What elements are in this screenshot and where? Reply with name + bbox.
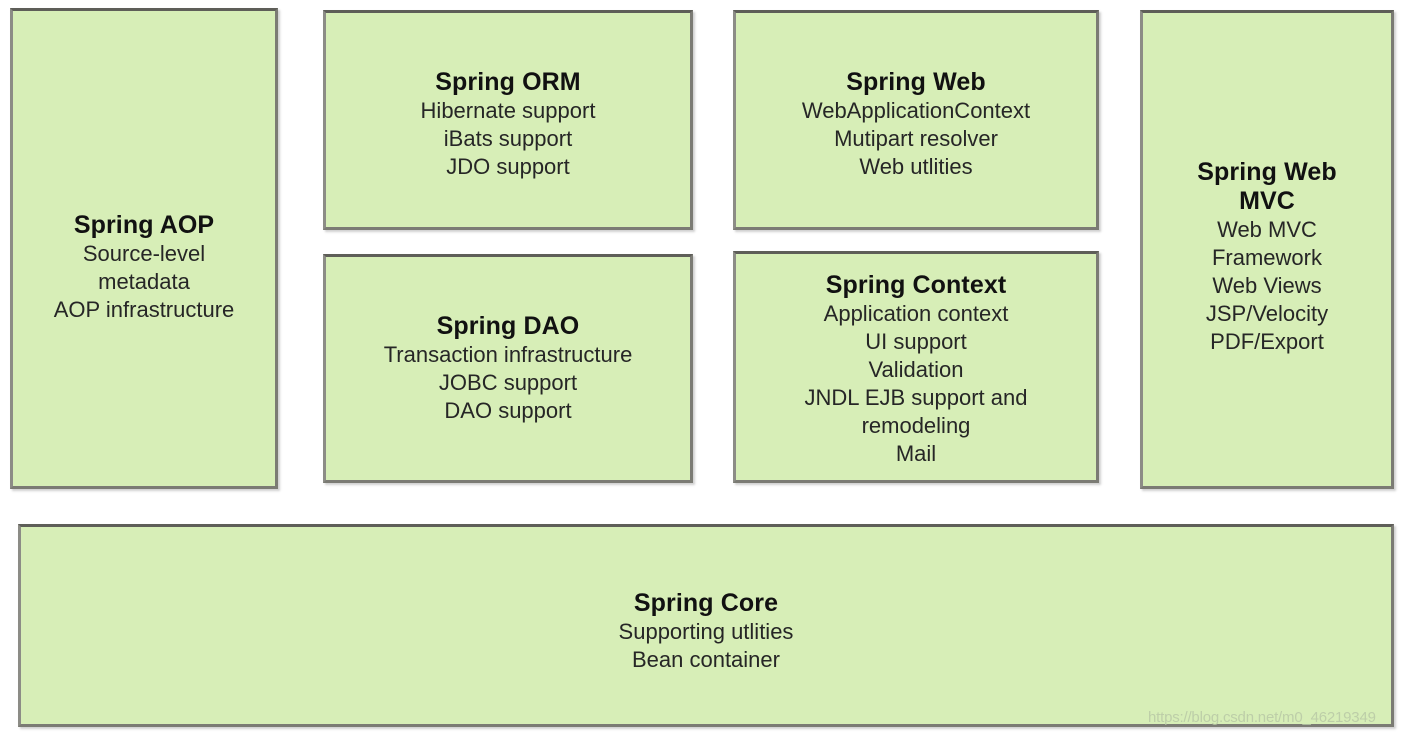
module-line: Web Views [1212, 273, 1322, 298]
module-lines-spring-core: Supporting utlities Bean container [619, 618, 794, 674]
module-line: Mutipart resolver [834, 126, 998, 151]
module-line: PDF/Export [1210, 329, 1324, 354]
module-line: Application context [823, 301, 1009, 326]
module-line: Supporting utlities [618, 619, 794, 644]
module-line: JNDL EJB support and [804, 385, 1028, 410]
module-line: Hibernate support [420, 98, 596, 123]
module-box-spring-web-mvc: Spring Web MVC Web MVC Framework Web Vie… [1140, 10, 1394, 489]
module-lines-spring-aop: Source-level metadata AOP infrastructure [54, 240, 235, 324]
module-box-spring-aop: Spring AOP Source-level metadata AOP inf… [10, 8, 278, 489]
module-line: Transaction infrastructure [383, 342, 633, 367]
module-title-spring-dao: Spring DAO [436, 312, 580, 340]
module-title-spring-web-mvc: Spring Web MVC [1197, 158, 1337, 215]
module-title-spring-context: Spring Context [825, 271, 1007, 299]
module-line: Bean container [631, 647, 780, 672]
module-box-spring-orm: Spring ORM Hibernate support iBats suppo… [323, 10, 693, 230]
module-line: JOBC support [438, 370, 578, 395]
module-box-spring-web: Spring Web WebApplicationContext Mutipar… [733, 10, 1099, 230]
module-line: Source-level [82, 241, 206, 266]
module-line: UI support [865, 329, 967, 354]
module-line: Validation [868, 357, 964, 382]
module-line: remodeling [861, 413, 971, 438]
module-line: WebApplicationContext [801, 98, 1031, 123]
module-box-spring-dao: Spring DAO Transaction infrastructure JO… [323, 254, 693, 483]
module-line: JSP/Velocity [1205, 301, 1329, 326]
module-title-spring-aop: Spring AOP [73, 211, 215, 239]
module-lines-spring-web: WebApplicationContext Mutipart resolver … [802, 97, 1030, 181]
module-line: JDO support [446, 154, 570, 179]
module-line: Web utlities [859, 154, 973, 179]
module-line: metadata [98, 269, 190, 294]
module-line: AOP infrastructure [53, 297, 235, 322]
module-line: Mail [895, 441, 937, 466]
module-box-spring-core: Spring Core Supporting utlities Bean con… [18, 524, 1394, 727]
module-title-spring-web: Spring Web [846, 68, 986, 96]
module-lines-spring-orm: Hibernate support iBats support JDO supp… [421, 97, 596, 181]
module-lines-spring-context: Application context UI support Validatio… [805, 300, 1028, 468]
module-line: DAO support [444, 398, 572, 423]
module-lines-spring-web-mvc: Web MVC Framework Web Views JSP/Velocity… [1206, 216, 1328, 356]
module-lines-spring-dao: Transaction infrastructure JOBC support … [384, 341, 633, 425]
module-line: Framework [1211, 245, 1322, 270]
module-title-spring-core: Spring Core [633, 589, 779, 617]
module-title-spring-orm: Spring ORM [435, 68, 581, 96]
module-line: Web MVC [1217, 217, 1317, 242]
module-line: iBats support [443, 126, 573, 151]
module-box-spring-context: Spring Context Application context UI su… [733, 251, 1099, 483]
